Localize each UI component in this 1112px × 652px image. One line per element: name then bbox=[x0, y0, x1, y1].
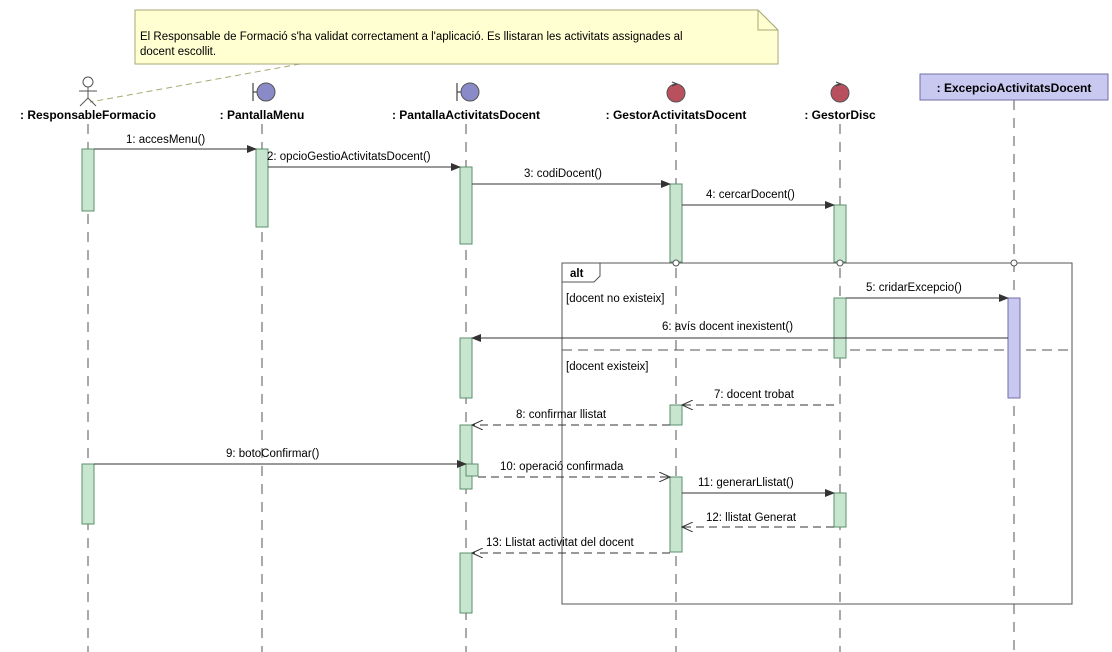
message-5-label: 5: cridarExcepcio() bbox=[866, 282, 962, 294]
note-line-2: docent escollit. bbox=[140, 46, 216, 58]
lifeline-label-responsable: : ResponsableFormacio bbox=[20, 108, 156, 122]
message-10-label: 10: operació confirmada bbox=[500, 461, 624, 473]
message-12-label: 12: llistat Generat bbox=[706, 512, 797, 524]
lifeline-label-gestor-disc: : GestorDisc bbox=[804, 108, 876, 122]
control-gestor-disc: : GestorDisc bbox=[804, 81, 876, 122]
activation-responsable-2 bbox=[81, 463, 95, 525]
actor-stick-icon bbox=[79, 76, 97, 107]
activation-gestor-activitats-1 bbox=[669, 183, 683, 263]
message-3-label: 3: codiDocent() bbox=[524, 168, 602, 180]
activation-pantalla-menu-1 bbox=[255, 148, 269, 228]
control-icon bbox=[830, 81, 850, 103]
guard-docent-existeix: [docent existeix] bbox=[566, 361, 648, 373]
lifeline-label-gestor-activitats: : GestorActivitatsDocent bbox=[606, 108, 747, 122]
alt-operator-label: alt bbox=[570, 268, 584, 280]
control-gestor-activitats: : GestorActivitatsDocent bbox=[606, 81, 747, 122]
lifeline-label-pantalla-menu: : PantallaMenu bbox=[220, 108, 305, 122]
boundary-icon bbox=[252, 82, 276, 102]
guard-docent-no-existeix: [docent no existeix] bbox=[566, 293, 664, 305]
activation-responsable-1 bbox=[81, 148, 95, 212]
control-icon bbox=[666, 81, 686, 103]
activation-gestor-disc-2 bbox=[833, 297, 847, 359]
message-1-label: 1: accesMenu() bbox=[126, 134, 205, 146]
activation-pantalla-activitats-4 bbox=[459, 552, 473, 614]
lifelines bbox=[87, 100, 1015, 652]
activation-pantalla-activitats-2 bbox=[459, 337, 473, 399]
activation-gestor-disc-1 bbox=[833, 204, 847, 263]
message-4-label: 4: cercarDocent() bbox=[706, 189, 795, 201]
message-13-label: 13: Llistat activitat del docent bbox=[486, 537, 634, 549]
boundary-pantalla-activitats: : PantallaActivitatsDocent bbox=[392, 82, 540, 122]
message-6-label: 6: avís docent inexistent() bbox=[662, 321, 793, 333]
message-9-label: 9: botoConfirmar() bbox=[226, 448, 319, 460]
message-2-label: 2: opcioGestioActivitatsDocent() bbox=[267, 151, 431, 163]
activation-excepcio-1 bbox=[1007, 297, 1021, 399]
fragment-lifeline-markers bbox=[672, 259, 1018, 267]
lifeline-label-excepcio: : ExcepcioActivitatsDocent bbox=[937, 81, 1092, 95]
message-8-label: 8: confirmar llistat bbox=[516, 409, 607, 421]
activation-gestor-activitats-2 bbox=[669, 404, 683, 426]
note: El Responsable de Formació s'ha validat … bbox=[89, 9, 779, 103]
activation-gestor-activitats-3 bbox=[669, 476, 683, 553]
boundary-pantalla-menu: : PantallaMenu bbox=[220, 82, 305, 122]
messages bbox=[94, 145, 1009, 553]
activation-pantalla-activitats-3 bbox=[459, 424, 473, 490]
alt-fragment: alt [docent no existeix] [docent existei… bbox=[561, 262, 1073, 605]
actor-responsable: : ResponsableFormacio bbox=[20, 76, 156, 122]
message-7-label: 7: docent trobat bbox=[714, 389, 795, 401]
note-line-1: El Responsable de Formació s'ha validat … bbox=[140, 31, 683, 43]
activation-gestor-disc-3 bbox=[833, 492, 847, 528]
message-labels: 1: accesMenu() 2: opcioGestioActivitatsD… bbox=[126, 134, 962, 549]
activation-pantalla-activitats-1 bbox=[459, 166, 473, 245]
class-box-excepcio: : ExcepcioActivitatsDocent bbox=[919, 73, 1109, 101]
lifeline-label-pantalla-activitats: : PantallaActivitatsDocent bbox=[392, 108, 540, 122]
activation-pantalla-activitats-3b bbox=[465, 463, 479, 477]
message-11-label: 11: generarLlistat() bbox=[698, 477, 794, 489]
boundary-icon bbox=[456, 82, 480, 102]
activations bbox=[81, 148, 1021, 614]
